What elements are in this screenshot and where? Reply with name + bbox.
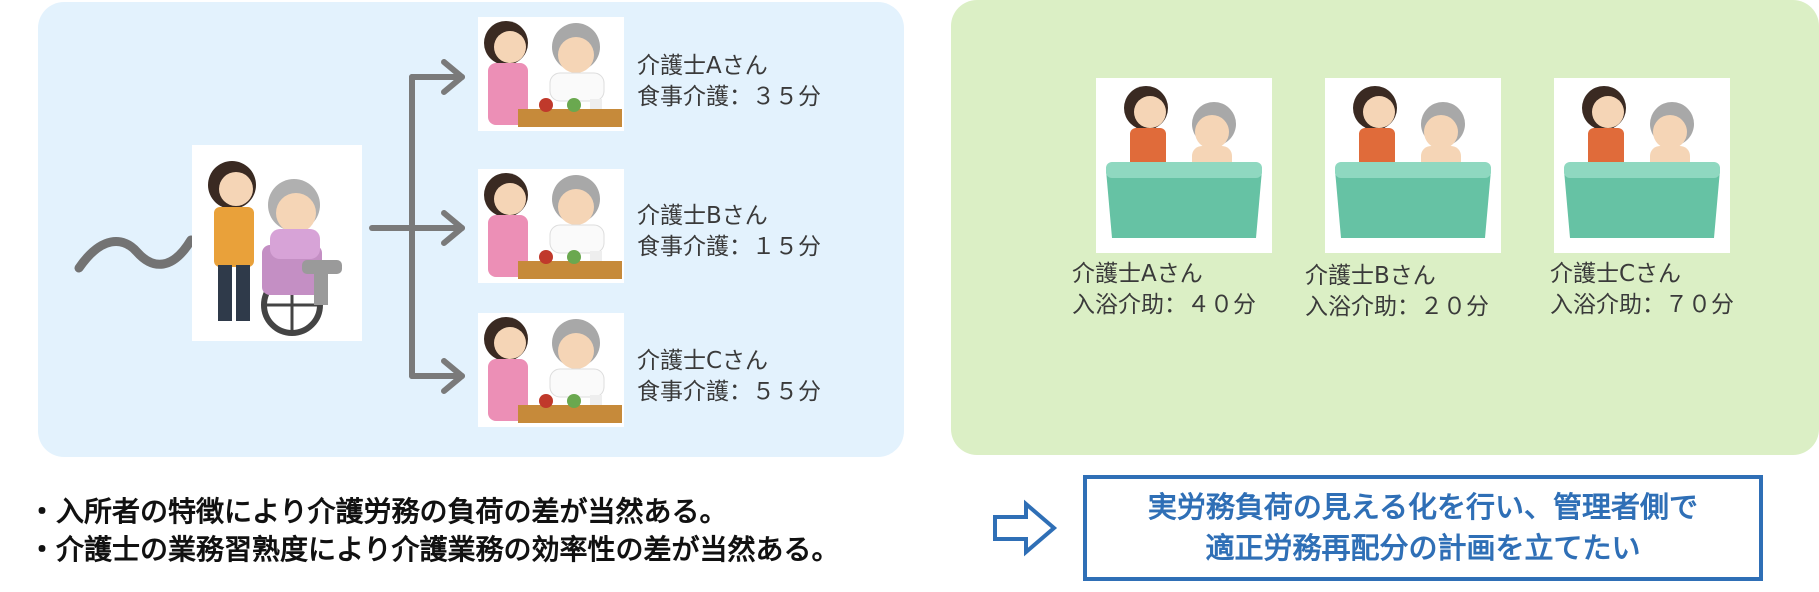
caregiver-caption: 介護士Aさん 食事介護：３５分 <box>637 51 821 113</box>
tilde-wave-icon <box>74 235 196 273</box>
caregiver-name: 介護士Cさん <box>637 348 769 374</box>
branch-arrow-icon <box>369 59 465 394</box>
bullet-text: ・介護士の業務習熟度により介護業務の効率性の差が当然ある。 <box>28 533 840 566</box>
task-duration: 入浴介助：４０分 <box>1072 292 1256 318</box>
caregiver-caption: 介護士Cさん 入浴介助：７０分 <box>1550 259 1734 321</box>
caregiver-wheelchair-illustration <box>192 145 362 341</box>
task-duration: 食事介護：１５分 <box>637 234 821 260</box>
bathing-assistance-illustration <box>1096 78 1272 253</box>
conclusion-line: 適正労務再配分の計画を立てたい <box>1205 531 1641 565</box>
bathing-assistance-illustration <box>1325 78 1501 253</box>
feeding-care-illustration <box>478 17 624 131</box>
caregiver-name: 介護士Aさん <box>637 53 768 79</box>
caregiver-caption: 介護士Bさん 入浴介助：２０分 <box>1305 261 1489 323</box>
task-duration: 入浴介助：７０分 <box>1550 292 1734 318</box>
caregiver-name: 介護士Bさん <box>1305 263 1436 289</box>
caregiver-name: 介護士Bさん <box>637 203 768 229</box>
bullet-text: ・入所者の特徴により介護労務の負荷の差が当然ある。 <box>28 495 728 528</box>
caregiver-caption: 介護士Cさん 食事介護：５５分 <box>637 346 821 408</box>
right-outline-arrow-icon <box>993 499 1058 557</box>
task-duration: 食事介護：３５分 <box>637 84 821 110</box>
conclusion-box: 実労務負荷の見える化を行い、管理者側で 適正労務再配分の計画を立てたい <box>1083 475 1763 581</box>
bathing-assistance-illustration <box>1554 78 1730 253</box>
task-duration: 食事介護：５５分 <box>637 379 821 405</box>
conclusion-line: 実労務負荷の見える化を行い、管理者側で <box>1147 490 1699 524</box>
caregiver-caption: 介護士Aさん 入浴介助：４０分 <box>1072 259 1256 321</box>
caregiver-caption: 介護士Bさん 食事介護：１５分 <box>637 201 821 263</box>
task-duration: 入浴介助：２０分 <box>1305 294 1489 320</box>
caregiver-name: 介護士Aさん <box>1072 261 1203 287</box>
meal-care-panel <box>38 2 904 457</box>
caregiver-name: 介護士Cさん <box>1550 261 1682 287</box>
feeding-care-illustration <box>478 169 624 283</box>
feeding-care-illustration <box>478 313 624 427</box>
